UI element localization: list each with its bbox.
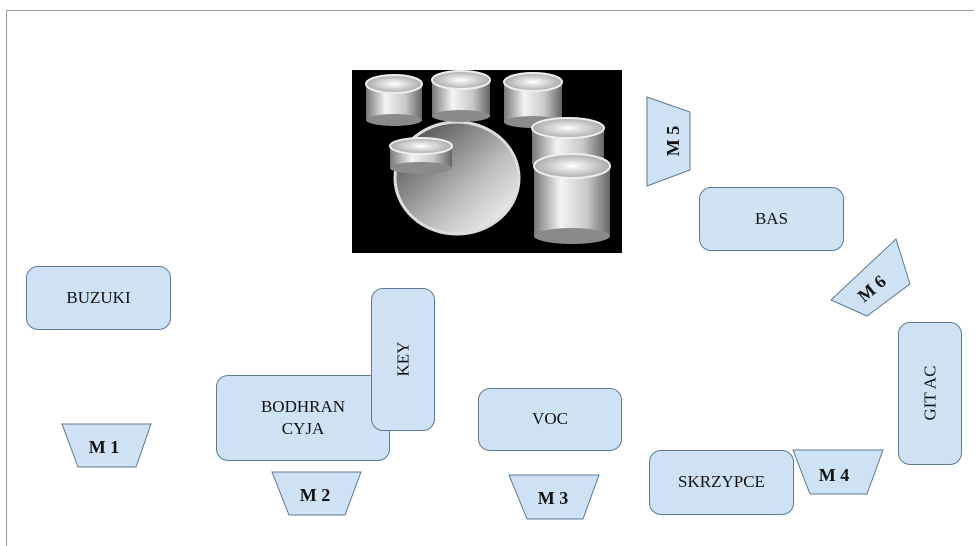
mic-m1-label: M 1 <box>89 437 120 457</box>
cyja-line: CYJA <box>281 419 325 438</box>
instrument-key: KEY <box>371 288 435 431</box>
instrument-buzuki-label: BUZUKI <box>66 287 131 307</box>
mic-m4-label: M 4 <box>819 465 850 485</box>
instrument-bas-label: BAS <box>754 208 789 228</box>
instrument-buzuki: BUZUKI <box>26 266 171 330</box>
instrument-voc-label: VOC <box>532 409 568 429</box>
instrument-skrzypce-label: SKRZYPCE <box>678 472 765 492</box>
mic-m4: M 4 <box>792 449 884 495</box>
mic-m3: M 3 <box>508 474 600 520</box>
drum-kit-image <box>352 70 622 253</box>
instrument-bodhran-label: BODHRAN CYJA <box>261 396 345 440</box>
mic-m1: M 1 <box>61 423 152 468</box>
instrument-bodhran: BODHRAN CYJA <box>216 375 390 461</box>
instrument-voc: VOC <box>478 388 622 451</box>
mic-m5: M 5 <box>646 96 691 187</box>
mic-m2-label: M 2 <box>300 485 331 505</box>
instrument-git-ac: GIT AC <box>898 322 962 465</box>
mic-m3-label: M 3 <box>538 488 569 508</box>
mic-m5-label: M 5 <box>663 126 683 157</box>
mic-m2: M 2 <box>271 471 362 516</box>
frame-top-line <box>6 10 974 11</box>
frame-left-line <box>6 10 7 546</box>
bodhran-line: BODHRAN <box>260 396 346 416</box>
drum-kit-icon <box>365 70 611 244</box>
mic-m6: M 6 <box>830 238 911 317</box>
instrument-skrzypce: SKRZYPCE <box>649 450 794 515</box>
instrument-bas: BAS <box>699 187 844 251</box>
